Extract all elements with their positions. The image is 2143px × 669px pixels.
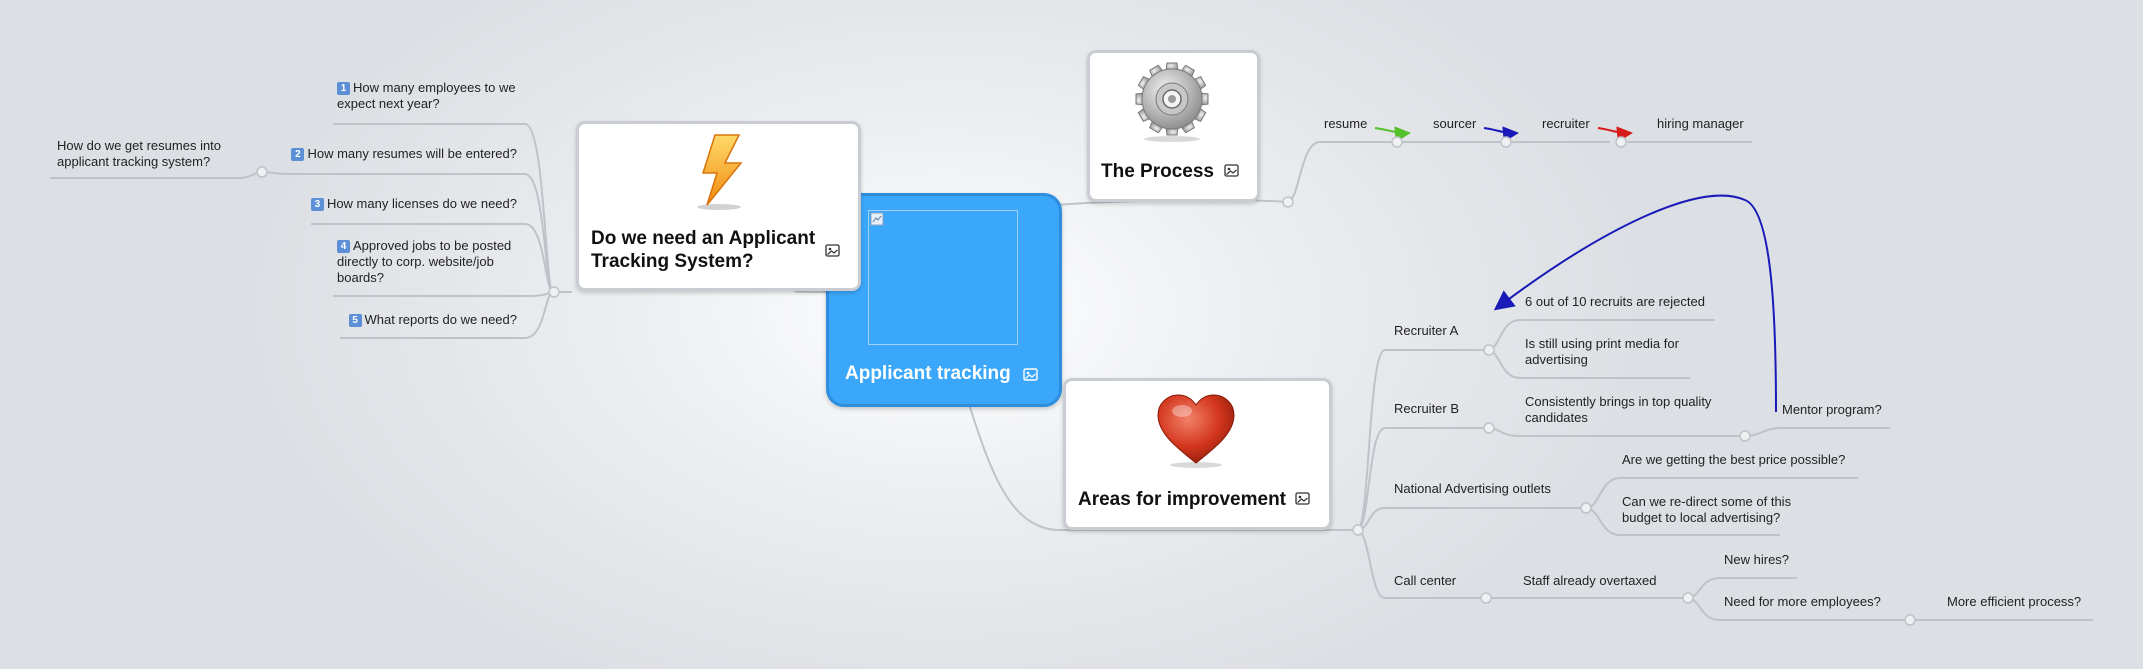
number-badge: 2 bbox=[291, 148, 305, 161]
ats-sub-topic[interactable]: How do we get resumes into applicant tra… bbox=[57, 138, 222, 169]
advertising-item-2[interactable]: Can we re-direct some of this budget to … bbox=[1622, 494, 1792, 525]
image-icon[interactable] bbox=[1224, 164, 1239, 177]
central-image-frame bbox=[868, 210, 1018, 345]
broken-image-icon bbox=[870, 212, 884, 226]
number-badge: 1 bbox=[337, 82, 350, 95]
process-step-hiring-manager[interactable]: hiring manager bbox=[1657, 116, 1744, 131]
number-badge: 4 bbox=[337, 240, 350, 253]
improvement-advertising[interactable]: National Advertising outlets bbox=[1394, 481, 1551, 496]
recruiter-b-sub[interactable]: Mentor program? bbox=[1782, 402, 1882, 417]
process-step-resume[interactable]: resume bbox=[1324, 116, 1368, 131]
lightning-icon bbox=[697, 134, 743, 210]
image-icon[interactable] bbox=[1023, 368, 1038, 381]
topic-card-title: The Process bbox=[1101, 161, 1214, 182]
advertising-item-1[interactable]: Are we getting the best price possible? bbox=[1622, 452, 1846, 467]
process-step-sourcer[interactable]: sourcer bbox=[1433, 116, 1477, 131]
improvement-recruiter-b[interactable]: Recruiter B bbox=[1394, 401, 1460, 416]
image-icon[interactable] bbox=[825, 244, 840, 257]
call-center-sub-1[interactable]: New hires? bbox=[1724, 552, 1790, 567]
call-center-subsub[interactable]: More efficient process? bbox=[1947, 594, 2082, 609]
process-step-recruiter[interactable]: recruiter bbox=[1542, 116, 1590, 131]
improvement-call-center[interactable]: Call center bbox=[1394, 573, 1457, 588]
recruiter-a-item-2[interactable]: Is still using print media for advertisi… bbox=[1525, 336, 1679, 367]
call-center-item[interactable]: Staff already overtaxed bbox=[1523, 573, 1657, 588]
heart-icon bbox=[1157, 394, 1235, 468]
topic-card-title: Do we need an Applicant Tracking System? bbox=[591, 228, 816, 272]
gear-icon bbox=[1135, 62, 1209, 142]
topic-card-ats[interactable]: Do we need an Applicant Tracking System? bbox=[576, 121, 861, 291]
topic-card-improvement[interactable]: Areas for improvement bbox=[1063, 378, 1332, 530]
image-icon[interactable] bbox=[1295, 492, 1310, 505]
improvement-recruiter-a[interactable]: Recruiter A bbox=[1394, 323, 1459, 338]
recruiter-a-item-1[interactable]: 6 out of 10 recruits are rejected bbox=[1525, 294, 1705, 309]
topic-card-process[interactable]: The Process bbox=[1087, 50, 1260, 202]
number-badge: 5 bbox=[348, 314, 362, 327]
central-topic[interactable]: Applicant tracking bbox=[826, 193, 1062, 407]
central-topic-title: Applicant tracking bbox=[845, 363, 1011, 384]
topic-card-title: Areas for improvement bbox=[1078, 489, 1287, 510]
number-badge: 3 bbox=[310, 198, 324, 211]
call-center-sub-2[interactable]: Need for more employees? bbox=[1724, 594, 1881, 609]
recruiter-b-item[interactable]: Consistently brings in top quality candi… bbox=[1525, 394, 1712, 425]
